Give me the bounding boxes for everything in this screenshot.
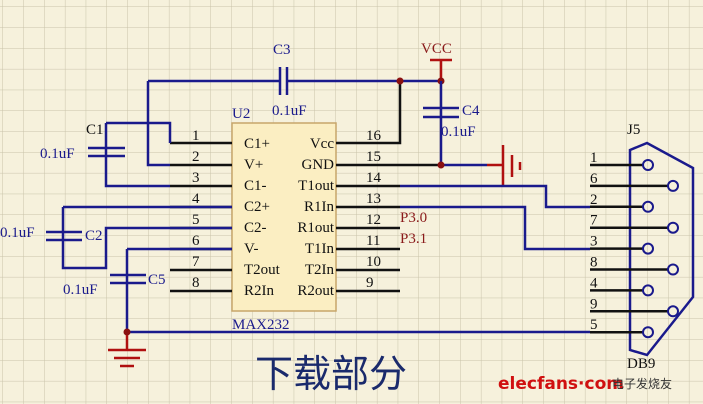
pin-number-left: 8 [192,275,200,291]
c4-value: 0.1uF [441,124,476,140]
c2-value: 0.1uF [0,225,35,241]
top-wiring [148,67,441,145]
net-p30: P3.0 [400,210,427,226]
pin-number-right: 14 [366,170,382,186]
c1-value: 0.1uF [40,146,75,162]
pin-number-right: 13 [366,191,381,207]
db9-pin-number: 8 [590,255,598,271]
db9-pin-number: 2 [590,192,598,208]
db9-pin-number: 1 [590,150,598,166]
pin-name-left: R2In [244,283,275,299]
ground-symbol-left [108,335,146,368]
left-wiring [46,81,232,332]
pin-name-right: T2In [305,262,335,278]
c5-value: 0.1uF [63,282,98,298]
db9-pin-socket [642,284,654,297]
power-section: VCC [336,41,522,185]
pin-name-left: V+ [244,157,263,173]
pin-name-right: R2out [297,283,335,299]
watermark-site: elecfans·com [498,374,624,394]
db9-pin-socket [642,200,654,213]
db9-pin-socket [667,263,679,276]
pin-name-left: T2out [244,262,281,278]
pin-name-right: GND [302,157,335,173]
db9-pin-number: 6 [590,171,598,187]
watermark-cn: 电子发烧友 [612,376,672,391]
connector-ref: J5 [627,122,640,138]
c3-value: 0.1uF [272,103,307,119]
pin-number-left: 4 [192,191,200,207]
vcc-label: VCC [421,41,452,57]
pin-number-right: 15 [366,149,381,165]
pin-number-left: 6 [192,233,200,249]
pin-name-left: C2- [244,220,267,236]
right-wiring: P3.0 P3.1 [108,184,590,368]
pin-name-left: C1+ [244,136,270,152]
pin-number-right: 9 [366,275,374,291]
pin-number-left: 2 [192,149,200,165]
pin-name-left: C2+ [244,199,270,215]
db9-pin-socket [667,179,679,192]
pin-number-left: 5 [192,212,200,228]
pin-name-left: C1- [244,178,267,194]
c3-ref: C3 [273,42,291,58]
c4-ref: C4 [462,103,480,119]
pin-number-right: 16 [366,128,382,144]
section-title: 下载部分 [255,352,407,396]
c1-ref: C1 [86,122,104,138]
net-p31: P3.1 [400,231,427,247]
chip-part: MAX232 [232,317,290,333]
db9-pin-socket [667,305,679,318]
c5-ref: C5 [148,272,166,288]
pin-number-left: 3 [192,170,200,186]
pin-name-right: T1In [305,241,335,257]
db9-pin-number: 5 [590,317,598,333]
pin-name-right: T1out [298,178,335,194]
db9-pin-socket [642,326,654,339]
db9-pin-number: 3 [590,234,598,250]
c2-ref: C2 [85,228,103,244]
db9-pin-socket [642,242,654,255]
pin-name-right: R1In [304,199,335,215]
connector-part: DB9 [627,356,655,372]
pin-number-right: 12 [366,212,381,228]
pin-number-left: 1 [192,128,200,144]
db9-pin-number: 9 [590,296,598,312]
pin-number-right: 10 [366,254,381,270]
ground-symbol-right [487,145,522,185]
chip-ref: U2 [232,106,250,122]
pin-name-left: V- [244,241,258,257]
pin-name-right: R1out [297,220,335,236]
db9-pin-socket [642,159,654,171]
pin-name-right: Vcc [310,136,334,152]
pin-number-left: 7 [192,254,200,270]
db9-pin-socket [667,221,679,234]
db9-connector: J5 DB9 1 6 2 7 3 8 4 9 5 [590,122,695,372]
db9-pin-number: 4 [590,275,598,291]
db9-pin-number: 7 [590,213,598,229]
pin-number-right: 11 [366,233,380,249]
